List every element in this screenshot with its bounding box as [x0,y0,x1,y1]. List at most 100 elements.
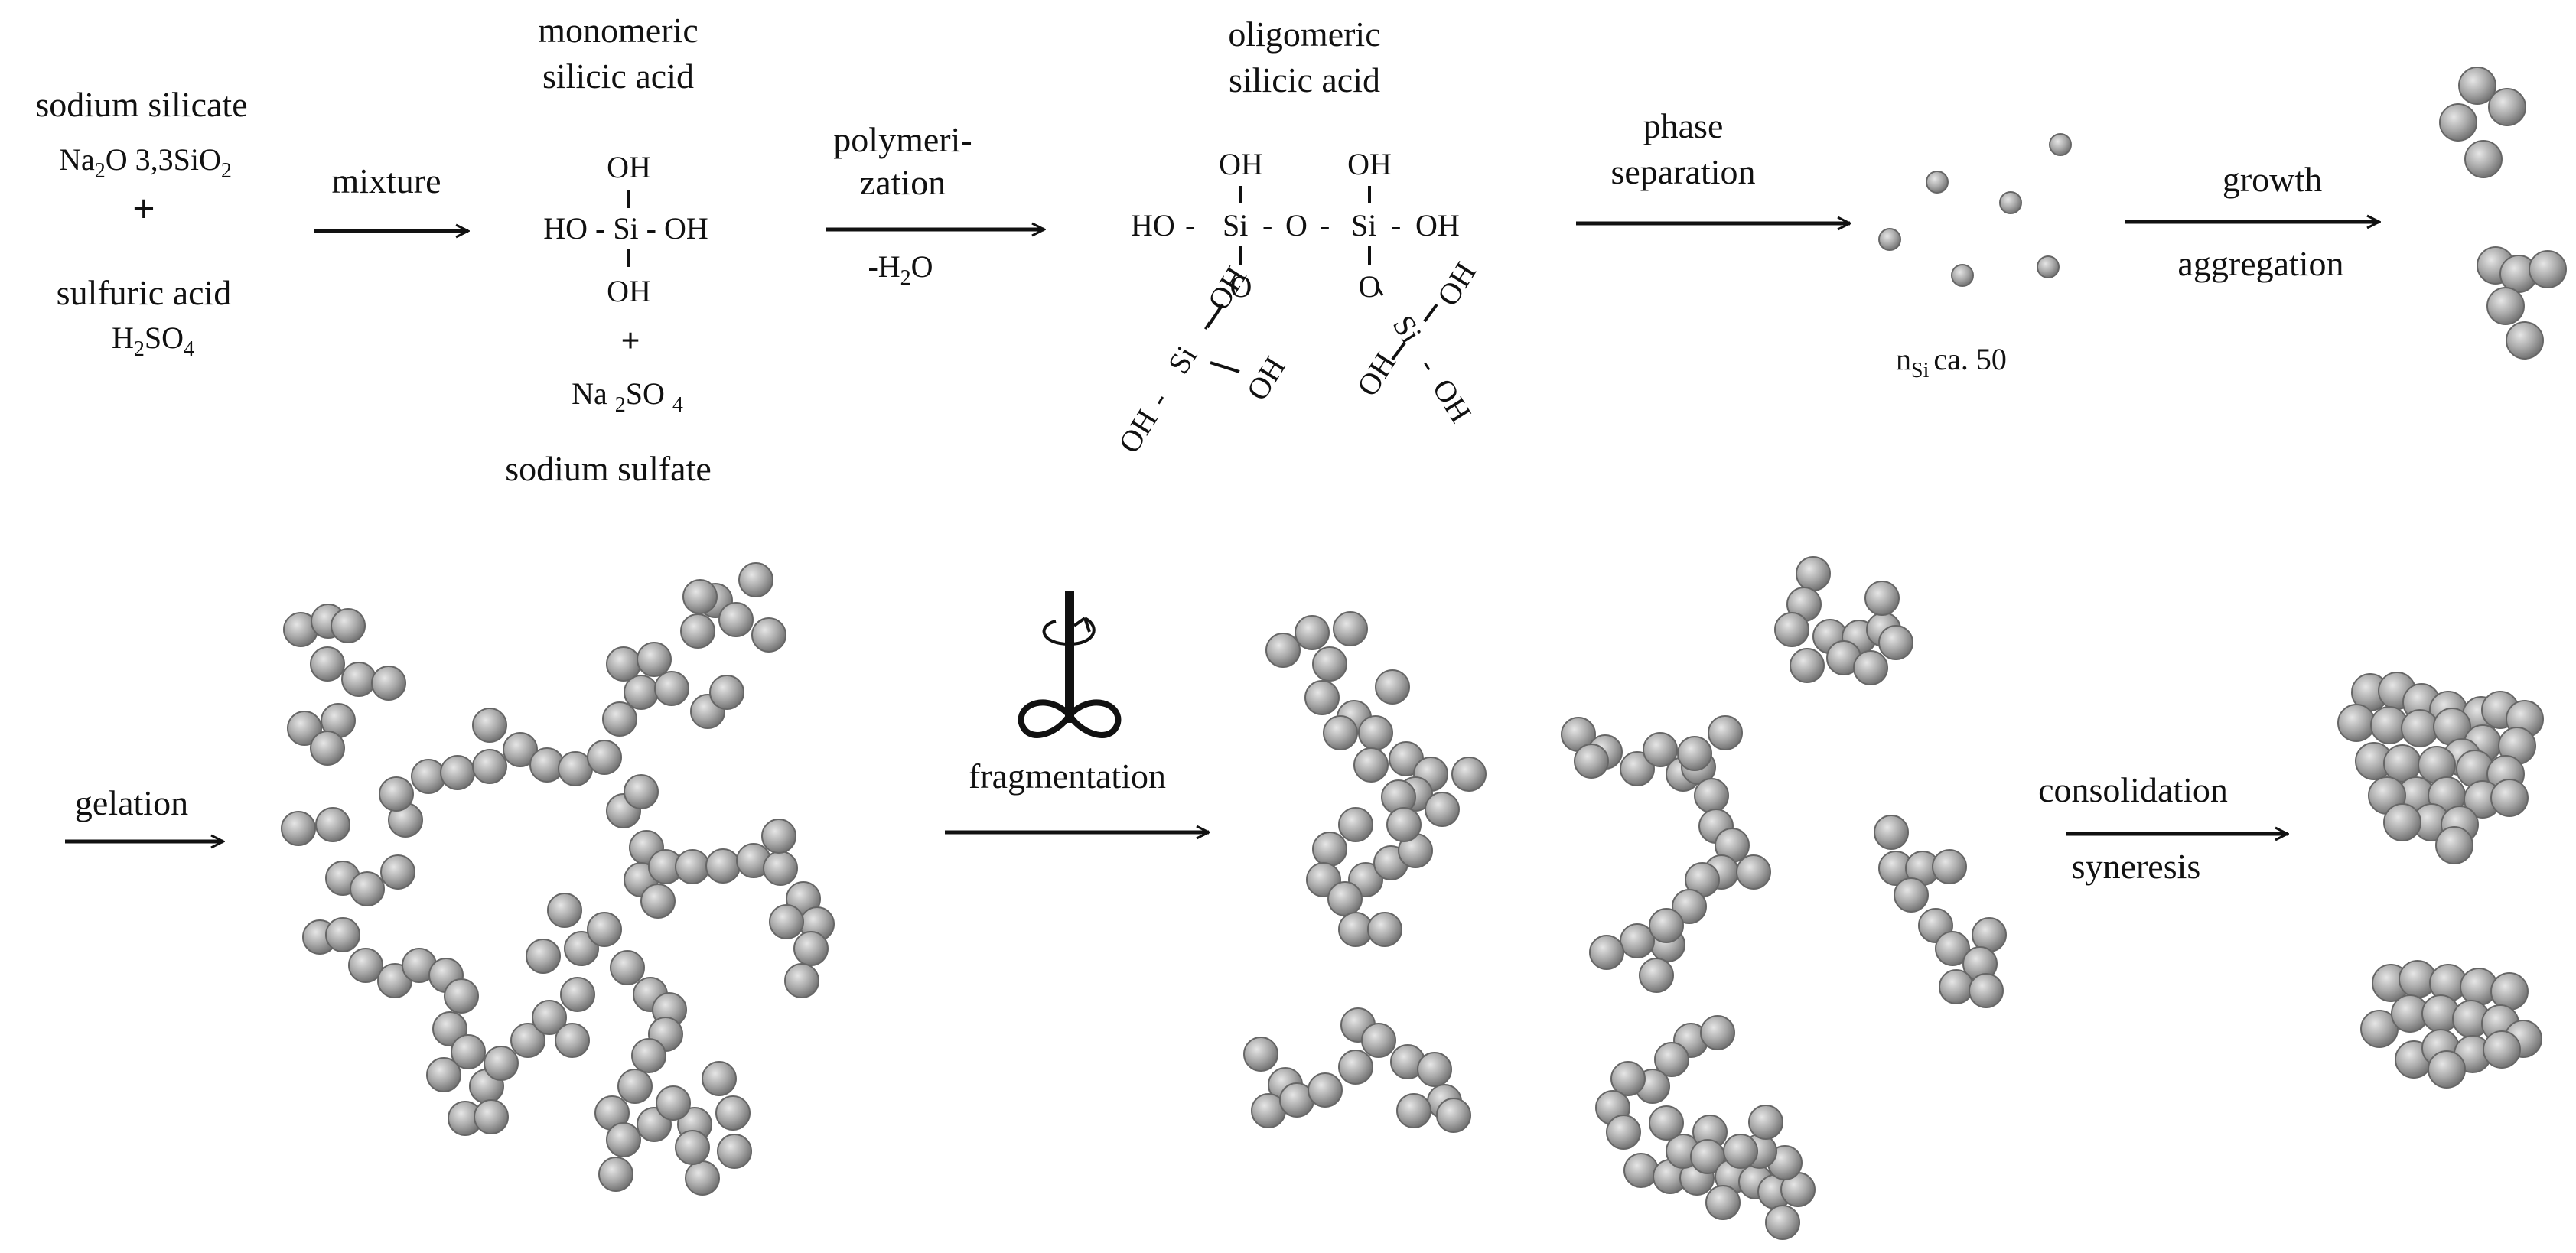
silica-sphere-icon [1874,815,1909,850]
silica-sphere-icon [705,848,741,884]
syneresis-label: syneresis [2072,847,2201,886]
silica-sphere-icon [1243,1037,1278,1072]
silica-sphere-icon [1338,1050,1373,1085]
silica-sphere-icon [685,1160,720,1196]
phase-separation-step: phase separation [1576,106,1850,223]
oligomer-o: O [1230,269,1252,304]
silica-sphere-icon [1705,1185,1741,1220]
silica-sphere-icon [2383,744,2421,783]
silica-sphere-icon [432,1011,467,1046]
silica-sphere-icon [2439,103,2477,142]
silica-sphere-icon [1700,1015,1735,1050]
silica-sphere-icon [1451,757,1487,792]
silica-sphere-icon [640,884,676,919]
bond: - [1320,208,1330,242]
silica-sphere-icon [1333,611,1368,646]
phase-separation-label-line1: phase [1643,106,1724,145]
silica-sphere-icon [587,912,622,947]
silica-sphere-icon [2458,67,2496,105]
silica-sphere-icon [315,807,350,842]
oligomer-oh: OH [1239,350,1292,406]
silica-sphere-icon [709,675,744,710]
silica-sphere-icon [1932,849,1967,884]
oligomer-o: O [1359,269,1381,304]
sulfuric-acid-formula: H2SO4 [112,321,194,361]
silica-sphere-icon [1312,832,1347,867]
aggregation-label: aggregation [2177,244,2343,283]
silica-sphere-icon [1323,715,1358,750]
sodium-sulfate-formula: Na 2SO 4 [572,376,683,417]
silica-sphere-icon [379,776,414,812]
silica-sphere-icon [1677,736,1712,771]
oligomer-branch-left: OH - Si - OH [1112,261,1253,459]
mixture-label: mixture [331,161,441,200]
silica-sphere-icon [793,931,829,966]
silica-sphere-icon [654,671,689,706]
silica-sphere-icon [2506,321,2544,360]
silica-sphere-icon [310,646,345,682]
silica-sphere-icon [1386,807,1422,842]
silica-sphere-icon [1864,581,1900,616]
silica-sphere-icon [348,948,383,983]
silica-sphere-icon [606,646,641,682]
small-aggregates [2439,67,2567,360]
silica-sphere-icon [560,977,595,1012]
silica-sphere-icon [2490,972,2529,1011]
silica-sphere-icon [1639,958,1674,993]
silica-sphere-icon [331,608,366,643]
silica-sphere-icon [451,1034,486,1069]
plus-sign: + [132,187,155,231]
silica-sphere-icon [2483,1030,2521,1069]
silica-sphere-icon [1694,778,1729,813]
silica-sphere-icon [1853,650,1888,685]
silica-sphere-icon [1367,912,1402,947]
silica-sphere-icon [1926,171,1949,194]
silica-sphere-icon [1796,556,1831,591]
silica-sphere-icon [656,1085,691,1121]
silica-sphere-icon [587,740,622,775]
silica-sphere-icon [1436,1098,1471,1133]
silica-sphere-icon [1620,923,1655,958]
oligomer-si: Si [1223,208,1248,242]
silica-sphere-icon [1723,1134,1758,1169]
water-loss-label: -H2O [868,249,933,290]
bond: - [1185,208,1195,242]
silica-sphere-icon [1265,633,1301,668]
silica-sphere-icon [532,1000,567,1035]
silica-sphere-icon [426,1057,461,1092]
silica-sphere-icon [1304,680,1340,715]
silica-sphere-icon [1358,715,1393,750]
silica-sphere-icon [1935,931,1970,966]
silica-sphere-icon [2529,250,2567,288]
silica-sphere-icon [2490,779,2529,817]
silica-sphere-icon [617,1069,653,1104]
silica-sphere-icon [631,1038,666,1073]
silica-sphere-icon [555,1023,590,1058]
oligomer-o: O [1285,208,1308,242]
silica-sphere-icon [769,904,804,939]
silica-sphere-icon [738,562,773,597]
silica-sphere-icon [1748,1105,1783,1140]
oligomer-si: Si [1386,309,1429,349]
silica-sphere-icon [547,893,582,928]
silica-sphere-icon [526,939,561,974]
silica-sphere-icon [1620,751,1655,786]
monomer-top-oh: OH [607,150,651,184]
silica-sphere-icon [682,579,718,614]
monomer-title-line2: silicic acid [542,57,694,96]
bond: - [1141,386,1175,412]
silica-sphere-icon [2428,1050,2466,1089]
fragmentation-label: fragmentation [969,757,1166,796]
polymerization-step: polymeri- zation -H2O [826,120,1044,290]
bond [1391,341,1406,361]
silica-sphere-icon [2464,140,2503,178]
silica-sphere-icon [2360,1010,2399,1048]
silica-sphere-icon [350,871,385,906]
silica-sphere-icon [484,1046,519,1081]
silica-sphere-icon [624,774,659,809]
fragmentation-step: fragmentation [945,591,1209,832]
silica-sphere-icon [564,931,599,966]
silica-sphere-icon [1649,908,1684,943]
silica-sphere-icon [1606,1115,1641,1150]
